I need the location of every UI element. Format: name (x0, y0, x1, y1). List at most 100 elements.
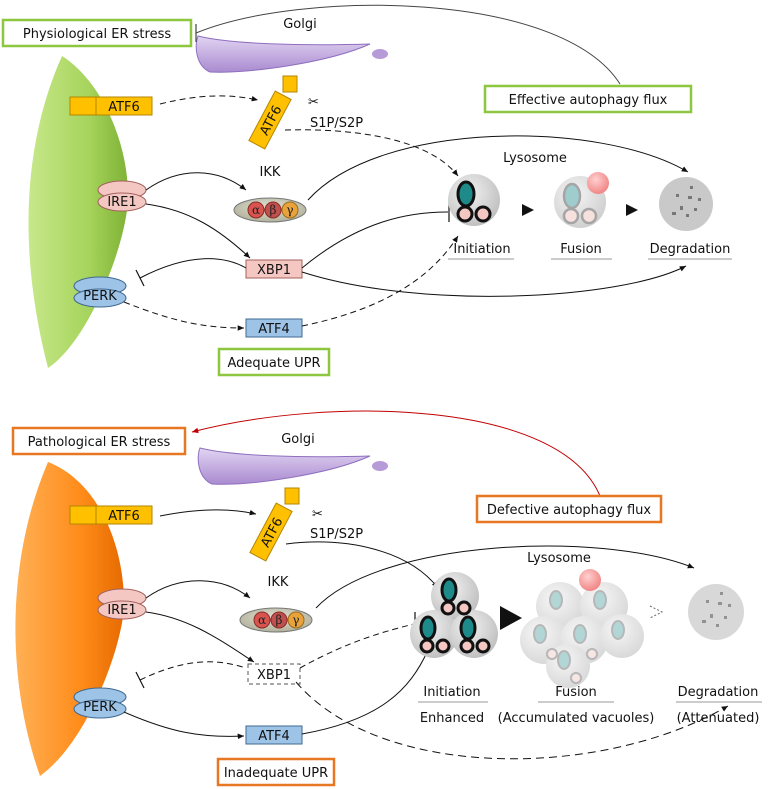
atf6-golgi-box: ATF6 (248, 90, 292, 150)
xbp1-to-degradation-arrow-bottom (295, 681, 729, 760)
degradation-label: Degradation (650, 242, 731, 257)
fusion-label-bottom: Fusion (555, 685, 597, 700)
lysosome-label: Lysosome (503, 151, 567, 166)
atf4-label: ATF4 (258, 322, 290, 337)
degradation-note: (Attenuated) (677, 711, 760, 726)
initiation-enhanced-cluster-icon (410, 572, 498, 658)
protease-label: S1P/S2P (310, 116, 363, 131)
initiation-label-bottom: Initiation (423, 685, 480, 700)
lysosome-icon-bottom (579, 569, 601, 591)
ikk-label: IKK (260, 165, 281, 180)
lysosome-label-bottom: Lysosome (527, 551, 591, 566)
perk-inhibits-xbp1 (139, 258, 247, 279)
atf4-to-initiation-arrow-bottom (301, 649, 429, 735)
pathological-stress-label: Pathological ER stress (28, 435, 171, 450)
protease-label-bottom: S1P/S2P (310, 527, 363, 542)
atf6-er-anchor (69, 96, 97, 116)
ikk-to-degradation-arrow (307, 135, 689, 201)
beta-label: β (270, 203, 277, 217)
fusion-label: Fusion (560, 242, 602, 257)
defective-flux-box (475, 494, 663, 524)
physiological-stress-box (1, 18, 193, 48)
atf4-to-initiation-arrow (301, 235, 459, 327)
alpha-label: α (252, 203, 260, 217)
xbp1-inhibits-initiation (301, 211, 449, 269)
accumulated-vacuoles-icon (520, 582, 644, 688)
atf4-box (245, 318, 303, 338)
golgi-icon-bottom (197, 447, 371, 485)
golgi-vesicle-icon-bottom (372, 461, 388, 471)
effective-flux-box (483, 84, 693, 114)
perk-label: PERK (83, 289, 117, 304)
ikk-label-bottom: IKK (268, 575, 289, 590)
fusion-note: (Accumulated vacuoles) (498, 711, 655, 726)
perk-to-atf4-arrow-bottom (123, 711, 245, 740)
initiation-autophagosome-icon (448, 174, 500, 226)
initiation-label: Initiation (453, 242, 510, 257)
atf6-er-label-bottom: ATF6 (108, 509, 140, 524)
stage-arrow-1-bottom (500, 606, 522, 630)
atf6-golgi-anchor (282, 75, 298, 93)
ire1-lower-disc (97, 192, 147, 212)
ikk-alpha-subunit-bottom (253, 611, 271, 629)
atf6-to-initiation-arrow-bottom (285, 541, 439, 589)
perk-lower-disc-bottom (73, 699, 127, 719)
atf6-translocation-arrow-bottom (159, 509, 257, 517)
defective-flux-label: Defective autophagy flux (487, 503, 651, 518)
perk-label-bottom: PERK (83, 700, 117, 715)
ire1-to-xbp1-arrow-bottom (145, 611, 255, 663)
degradation-autolysosome-icon (659, 177, 713, 231)
ire1-to-ikk-arrow (145, 172, 247, 191)
xbp1-to-degradation-arrow (301, 265, 687, 297)
adequate-upr-box (217, 347, 331, 377)
perk-lower-disc (73, 288, 127, 308)
golgi-label-bottom: Golgi (281, 432, 315, 447)
lysosome-icon (587, 172, 609, 194)
ikk-beta-subunit-bottom (270, 611, 288, 629)
golgi-vesicle-icon (372, 49, 388, 59)
xbp1-label: XBP1 (257, 263, 291, 278)
atf6-golgi-anchor-bottom (284, 487, 300, 505)
alpha-label-bottom: α (258, 613, 266, 627)
ikk-alpha-subunit (247, 201, 265, 219)
er-membrane-green (28, 56, 128, 368)
stage-arrow-2 (626, 204, 638, 216)
ikk-gamma-subunit-bottom (287, 611, 305, 629)
atf6-golgi-box-bottom: ATF6 (249, 502, 293, 562)
perk-to-atf4-arrow (123, 301, 245, 331)
top-panel: Golgi Physiological ER stress Effective … (1, 4, 732, 377)
scissors-icon-bottom: ✂ (312, 507, 323, 522)
ikk-to-degradation-arrow-bottom (315, 545, 695, 609)
degradation-label-bottom: Degradation (678, 685, 759, 700)
gamma-label: γ (286, 203, 293, 217)
xbp1-inhibits-initiation-bottom (299, 623, 415, 669)
ikk-beta-subunit (264, 201, 282, 219)
flux-promotes-stress-curve (191, 410, 601, 497)
perk-inhibits-xbp1-bottom (139, 661, 247, 681)
physiological-stress-label: Physiological ER stress (23, 27, 171, 42)
inadequate-upr-box (216, 757, 336, 787)
golgi-icon (195, 35, 371, 73)
golgi-label: Golgi (283, 17, 317, 32)
ikk-gamma-subunit (281, 201, 299, 219)
xbp1-box (245, 259, 303, 279)
atf6-to-initiation-arrow (284, 129, 459, 177)
pathological-stress-box (11, 426, 187, 456)
atf6-er-anchor-bottom (69, 505, 97, 525)
xbp1-label-bottom: XBP1 (257, 668, 291, 683)
scissors-icon: ✂ (308, 95, 319, 110)
effective-flux-label: Effective autophagy flux (509, 93, 668, 108)
atf6-translocation-arrow (159, 95, 259, 105)
ire1-to-ikk-arrow-bottom (145, 580, 251, 599)
ire1-to-xbp1-arrow (145, 203, 251, 259)
ire1-lower-disc-bottom (97, 600, 147, 620)
inadequate-upr-label: Inadequate UPR (224, 766, 328, 781)
flux-inhibits-stress-curve (195, 4, 621, 85)
atf4-box-bottom (245, 725, 303, 745)
initiation-note: Enhanced (420, 711, 484, 726)
xbp1-box-bottom (247, 663, 301, 685)
atf6-er-box (95, 96, 153, 116)
degradation-attenuated-icon (688, 584, 744, 640)
